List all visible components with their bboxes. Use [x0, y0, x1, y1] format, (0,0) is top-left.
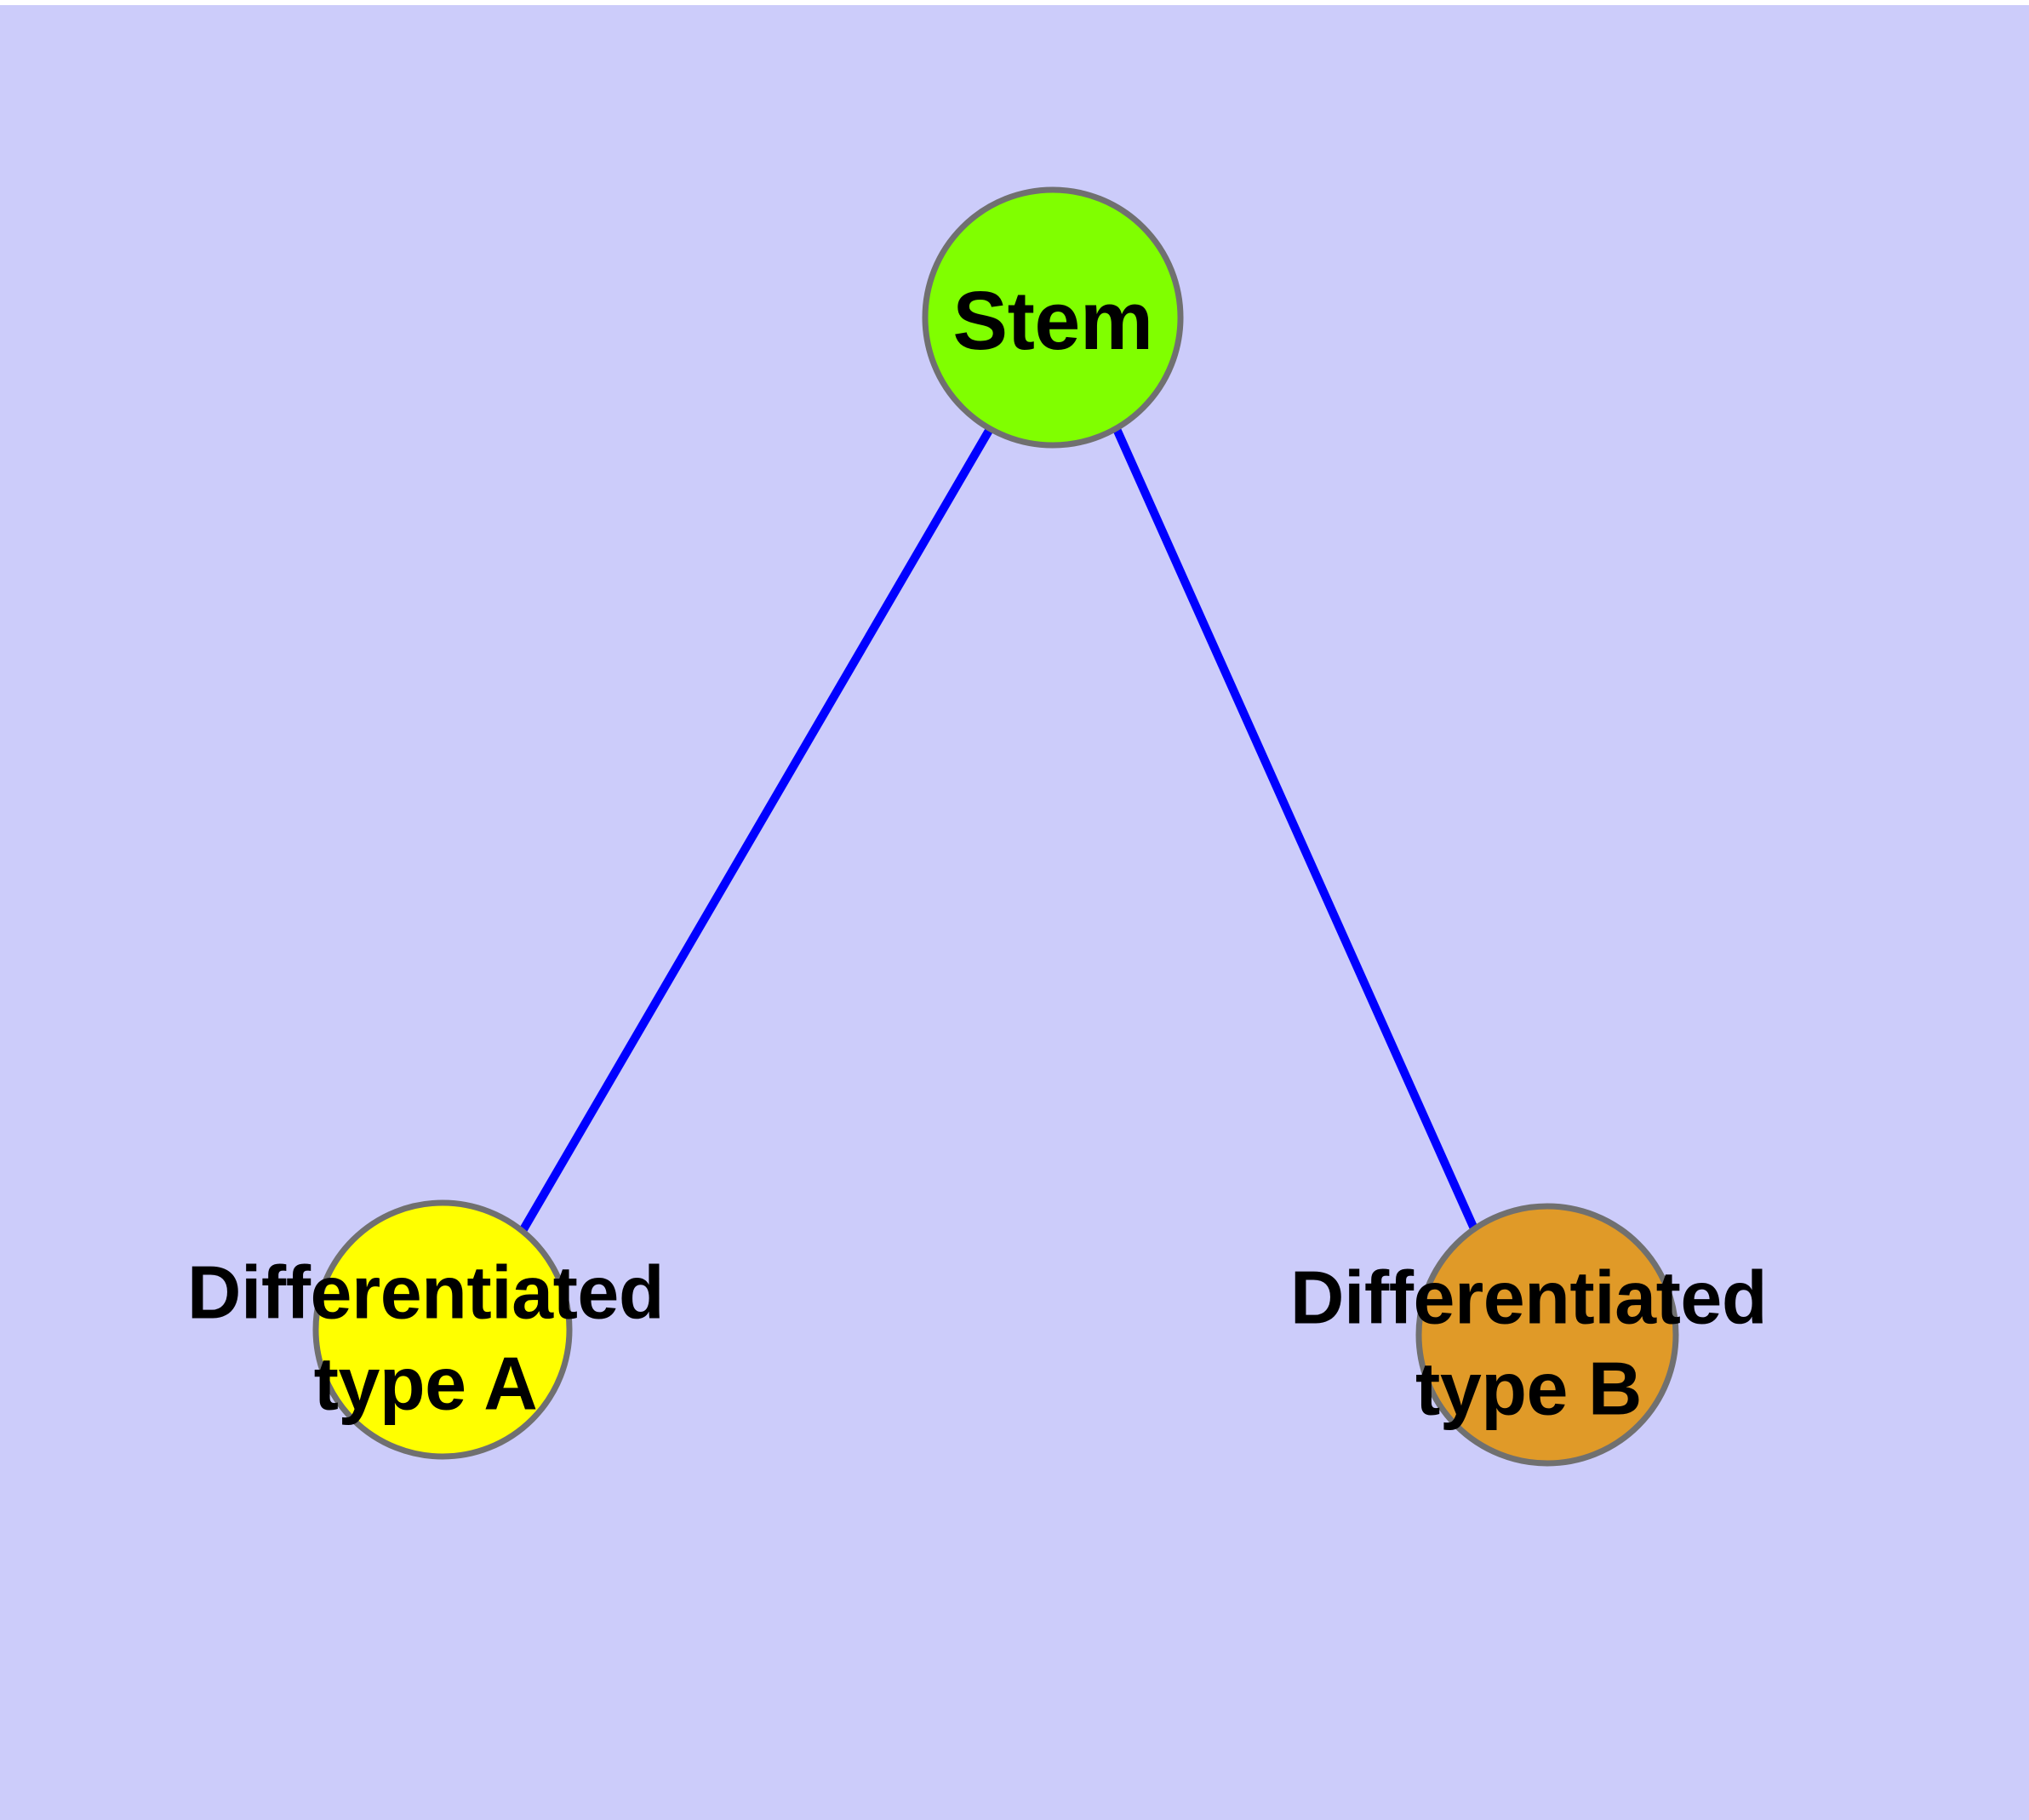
- edges-group: [518, 426, 1481, 1237]
- node-differentiated-type-a[interactable]: [312, 1199, 573, 1460]
- edge-stem-to-diff-a: [518, 426, 994, 1233]
- edge-stem-to-diff-b: [1112, 426, 1481, 1237]
- nodes-group: [312, 186, 1679, 1467]
- node-differentiated-type-b[interactable]: [1415, 1203, 1679, 1467]
- node-stem[interactable]: [922, 186, 1184, 449]
